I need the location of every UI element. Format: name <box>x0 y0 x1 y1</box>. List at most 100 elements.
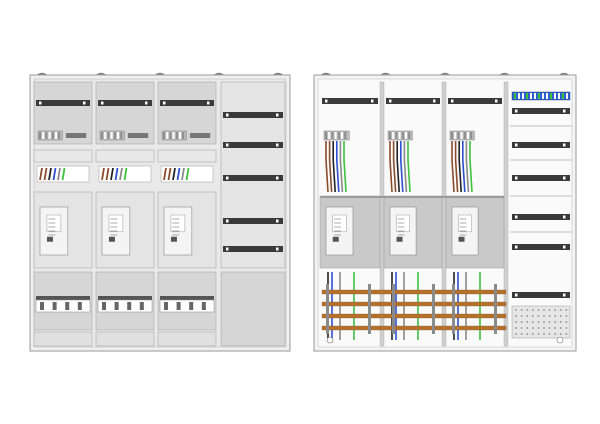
perforation-hole <box>526 327 529 329</box>
terminal-pin <box>457 132 460 139</box>
right-wire <box>407 141 411 193</box>
right-wire <box>396 141 400 193</box>
perforation-hole <box>526 315 529 317</box>
rail-slot <box>495 99 498 103</box>
meter-window <box>108 214 124 233</box>
left-strip-cover <box>95 149 155 163</box>
left-wire-end <box>43 167 48 181</box>
right-wire <box>389 141 393 193</box>
left-lower-terminal-pin <box>164 302 168 310</box>
left-upper-terminal <box>161 130 187 141</box>
right-wire <box>469 141 473 193</box>
perforation-hole <box>531 309 534 311</box>
perforation-hole <box>543 315 545 317</box>
right-dist-rail <box>512 214 570 220</box>
right-wire <box>332 141 336 193</box>
left-bottom-label-strip <box>95 331 155 347</box>
terminal-pin <box>101 132 103 139</box>
meter-window <box>170 214 186 233</box>
rail-bar <box>386 98 440 104</box>
perforation-hole <box>548 315 551 317</box>
rail-slot <box>226 143 229 147</box>
right-wire <box>400 141 404 193</box>
rail-slot <box>39 101 42 105</box>
perforation-hole <box>548 321 551 323</box>
right-wire <box>343 141 347 193</box>
left-wire-end <box>61 167 66 181</box>
left-strip-cover <box>157 149 217 163</box>
perforation-hole <box>565 321 568 323</box>
perforation-hole <box>537 321 540 323</box>
rail-slot <box>145 101 148 105</box>
right-upper-wires <box>389 141 411 193</box>
perforation-hole <box>554 333 557 335</box>
terminal-pin <box>107 132 110 139</box>
rail-bar <box>223 142 283 148</box>
terminal-pin <box>175 132 178 139</box>
left-dist-rail <box>223 112 283 118</box>
left-upper-terminal <box>99 130 125 141</box>
rail-slot <box>563 293 566 297</box>
rail-bar <box>512 244 570 250</box>
right-n-terminal-pin <box>534 93 536 99</box>
rail-slot <box>433 99 436 103</box>
busbar-support <box>368 284 371 334</box>
left-wire-end <box>163 167 167 181</box>
right-panel-open-view <box>313 74 577 352</box>
left-wire-end <box>123 167 128 181</box>
left-bottom-label-strip <box>33 331 93 347</box>
rail-bar <box>512 175 570 181</box>
left-wire-end <box>167 167 172 181</box>
terminal-pin <box>344 132 347 139</box>
terminal-pin <box>110 132 113 139</box>
perforation-hole <box>543 333 545 335</box>
rail-slot <box>276 219 279 223</box>
terminal-pin <box>51 132 54 139</box>
left-dist-rail <box>223 175 283 181</box>
terminal-pin <box>120 132 123 139</box>
right-lower-dist-rail <box>512 292 570 298</box>
left-upper-bar <box>127 133 149 138</box>
ground-terminal-icon <box>556 336 564 344</box>
perforation-hole <box>554 327 557 329</box>
right-column-divider <box>503 81 509 347</box>
terminal-pin <box>48 132 51 139</box>
left-lower-terminal-pin <box>40 302 44 310</box>
left-lower-terminal-pin <box>52 302 57 310</box>
left-lower-terminals <box>159 299 215 313</box>
rail-slot <box>163 101 166 105</box>
terminal-pin <box>166 132 169 139</box>
rail-slot <box>515 176 518 180</box>
terminal-pin <box>451 132 453 139</box>
terminal-pin <box>179 132 181 139</box>
rail-bar <box>448 98 502 104</box>
perforation-hole <box>520 321 523 323</box>
terminal-pin <box>172 132 175 139</box>
left-wire-end <box>39 167 43 181</box>
right-upper-terminal <box>449 130 475 141</box>
rail-slot <box>207 101 210 105</box>
terminal-pin <box>331 132 334 139</box>
perforation-hole <box>531 333 534 335</box>
left-wire-end <box>48 167 52 181</box>
rail-slot <box>515 109 518 113</box>
left-upper-bar <box>189 133 211 138</box>
right-upper-terminal <box>387 130 413 141</box>
right-dist-rail <box>512 175 570 181</box>
terminal-pin <box>408 132 411 139</box>
meter-window <box>396 214 410 233</box>
right-n-terminal-pin <box>562 93 564 99</box>
left-dist-rail <box>223 142 283 148</box>
right-busbars <box>321 284 507 334</box>
left-wire-end <box>176 167 181 181</box>
perforation-hole <box>559 321 562 323</box>
right-upper-rail <box>386 98 440 104</box>
right-n-terminal-pin <box>526 93 528 99</box>
terminal-pin <box>39 132 41 139</box>
left-wire-end <box>110 167 114 181</box>
rail-slot <box>226 247 229 251</box>
rail-slot <box>451 99 454 103</box>
perforation-hole <box>526 309 529 311</box>
right-wire <box>339 141 344 193</box>
right-dist-rail <box>512 142 570 148</box>
